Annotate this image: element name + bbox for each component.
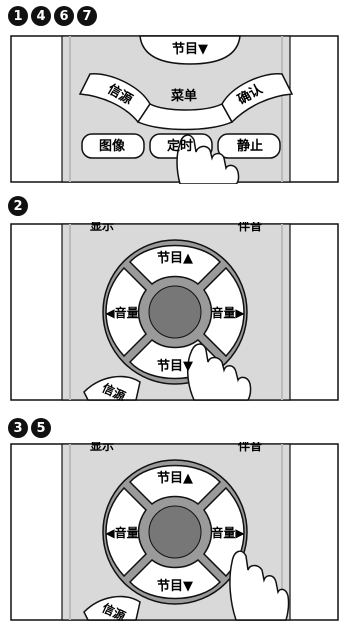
display-label: 显示 — [90, 222, 114, 233]
step-badge: 1 — [8, 6, 28, 26]
channel-up-label: 节目▲ — [157, 470, 193, 486]
step-numbers-1: 1 4 6 7 — [8, 6, 97, 26]
channel-up-label: 节目▲ — [157, 250, 193, 266]
picture-label: 图像 — [99, 138, 126, 154]
confirm-button[interactable] — [221, 73, 294, 124]
volume-down-label: ◀音量 — [105, 305, 138, 320]
mute-button[interactable] — [217, 133, 281, 159]
sound-label: 伴音 — [237, 222, 262, 233]
sound-label: 伴音 — [237, 442, 262, 453]
remote-illustration-dpad-volume: 显示 伴音 节目▲ ◀音量 音量▶ 节目▼ 信源 — [10, 442, 339, 622]
display-label: 显示 — [90, 442, 114, 453]
step-badge: 4 — [31, 6, 51, 26]
volume-up-label: 音量▶ — [211, 525, 245, 540]
channel-down-label: 节目▼ — [157, 358, 193, 374]
remote-illustration-dpad-channel: 显示 伴音 节目▲ ◀音量 音量▶ 节目▼ 信源 — [10, 222, 339, 402]
channel-down-button[interactable] — [128, 559, 222, 600]
step-badge: 5 — [31, 418, 51, 438]
hand-icon — [229, 550, 290, 621]
hand-icon — [187, 343, 252, 401]
volume-up-button[interactable] — [203, 486, 245, 578]
picture-button[interactable] — [81, 133, 145, 159]
channel-up-button[interactable] — [128, 244, 222, 285]
source-button-partial[interactable] — [83, 595, 141, 621]
volume-up-label: 音量▶ — [211, 305, 245, 320]
source-button-partial[interactable] — [83, 375, 141, 401]
volume-up-button[interactable] — [203, 266, 245, 358]
step-badge: 2 — [8, 196, 28, 216]
volume-down-button[interactable] — [105, 486, 147, 578]
step-badge: 3 — [8, 418, 28, 438]
volume-down-label: ◀音量 — [105, 525, 138, 540]
channel-down-label: 节目▼ — [157, 578, 193, 594]
step-numbers-3: 3 5 — [8, 418, 51, 438]
hand-icon — [176, 134, 240, 184]
volume-down-button[interactable] — [105, 266, 147, 358]
menu-label: 菜单 — [170, 88, 197, 104]
mute-label: 静止 — [237, 138, 263, 154]
channel-down-label: 节目▼ — [172, 41, 208, 57]
step-numbers-2: 2 — [8, 196, 28, 216]
channel-down-button[interactable] — [139, 35, 241, 65]
step-badge: 6 — [54, 6, 74, 26]
channel-up-button[interactable] — [128, 464, 222, 505]
remote-illustration-menu: 节目▼ 信源 菜单 确认 图像 定时 静止 — [10, 35, 339, 184]
timer-label: 定时 — [166, 138, 193, 154]
step-badge: 7 — [77, 6, 97, 26]
